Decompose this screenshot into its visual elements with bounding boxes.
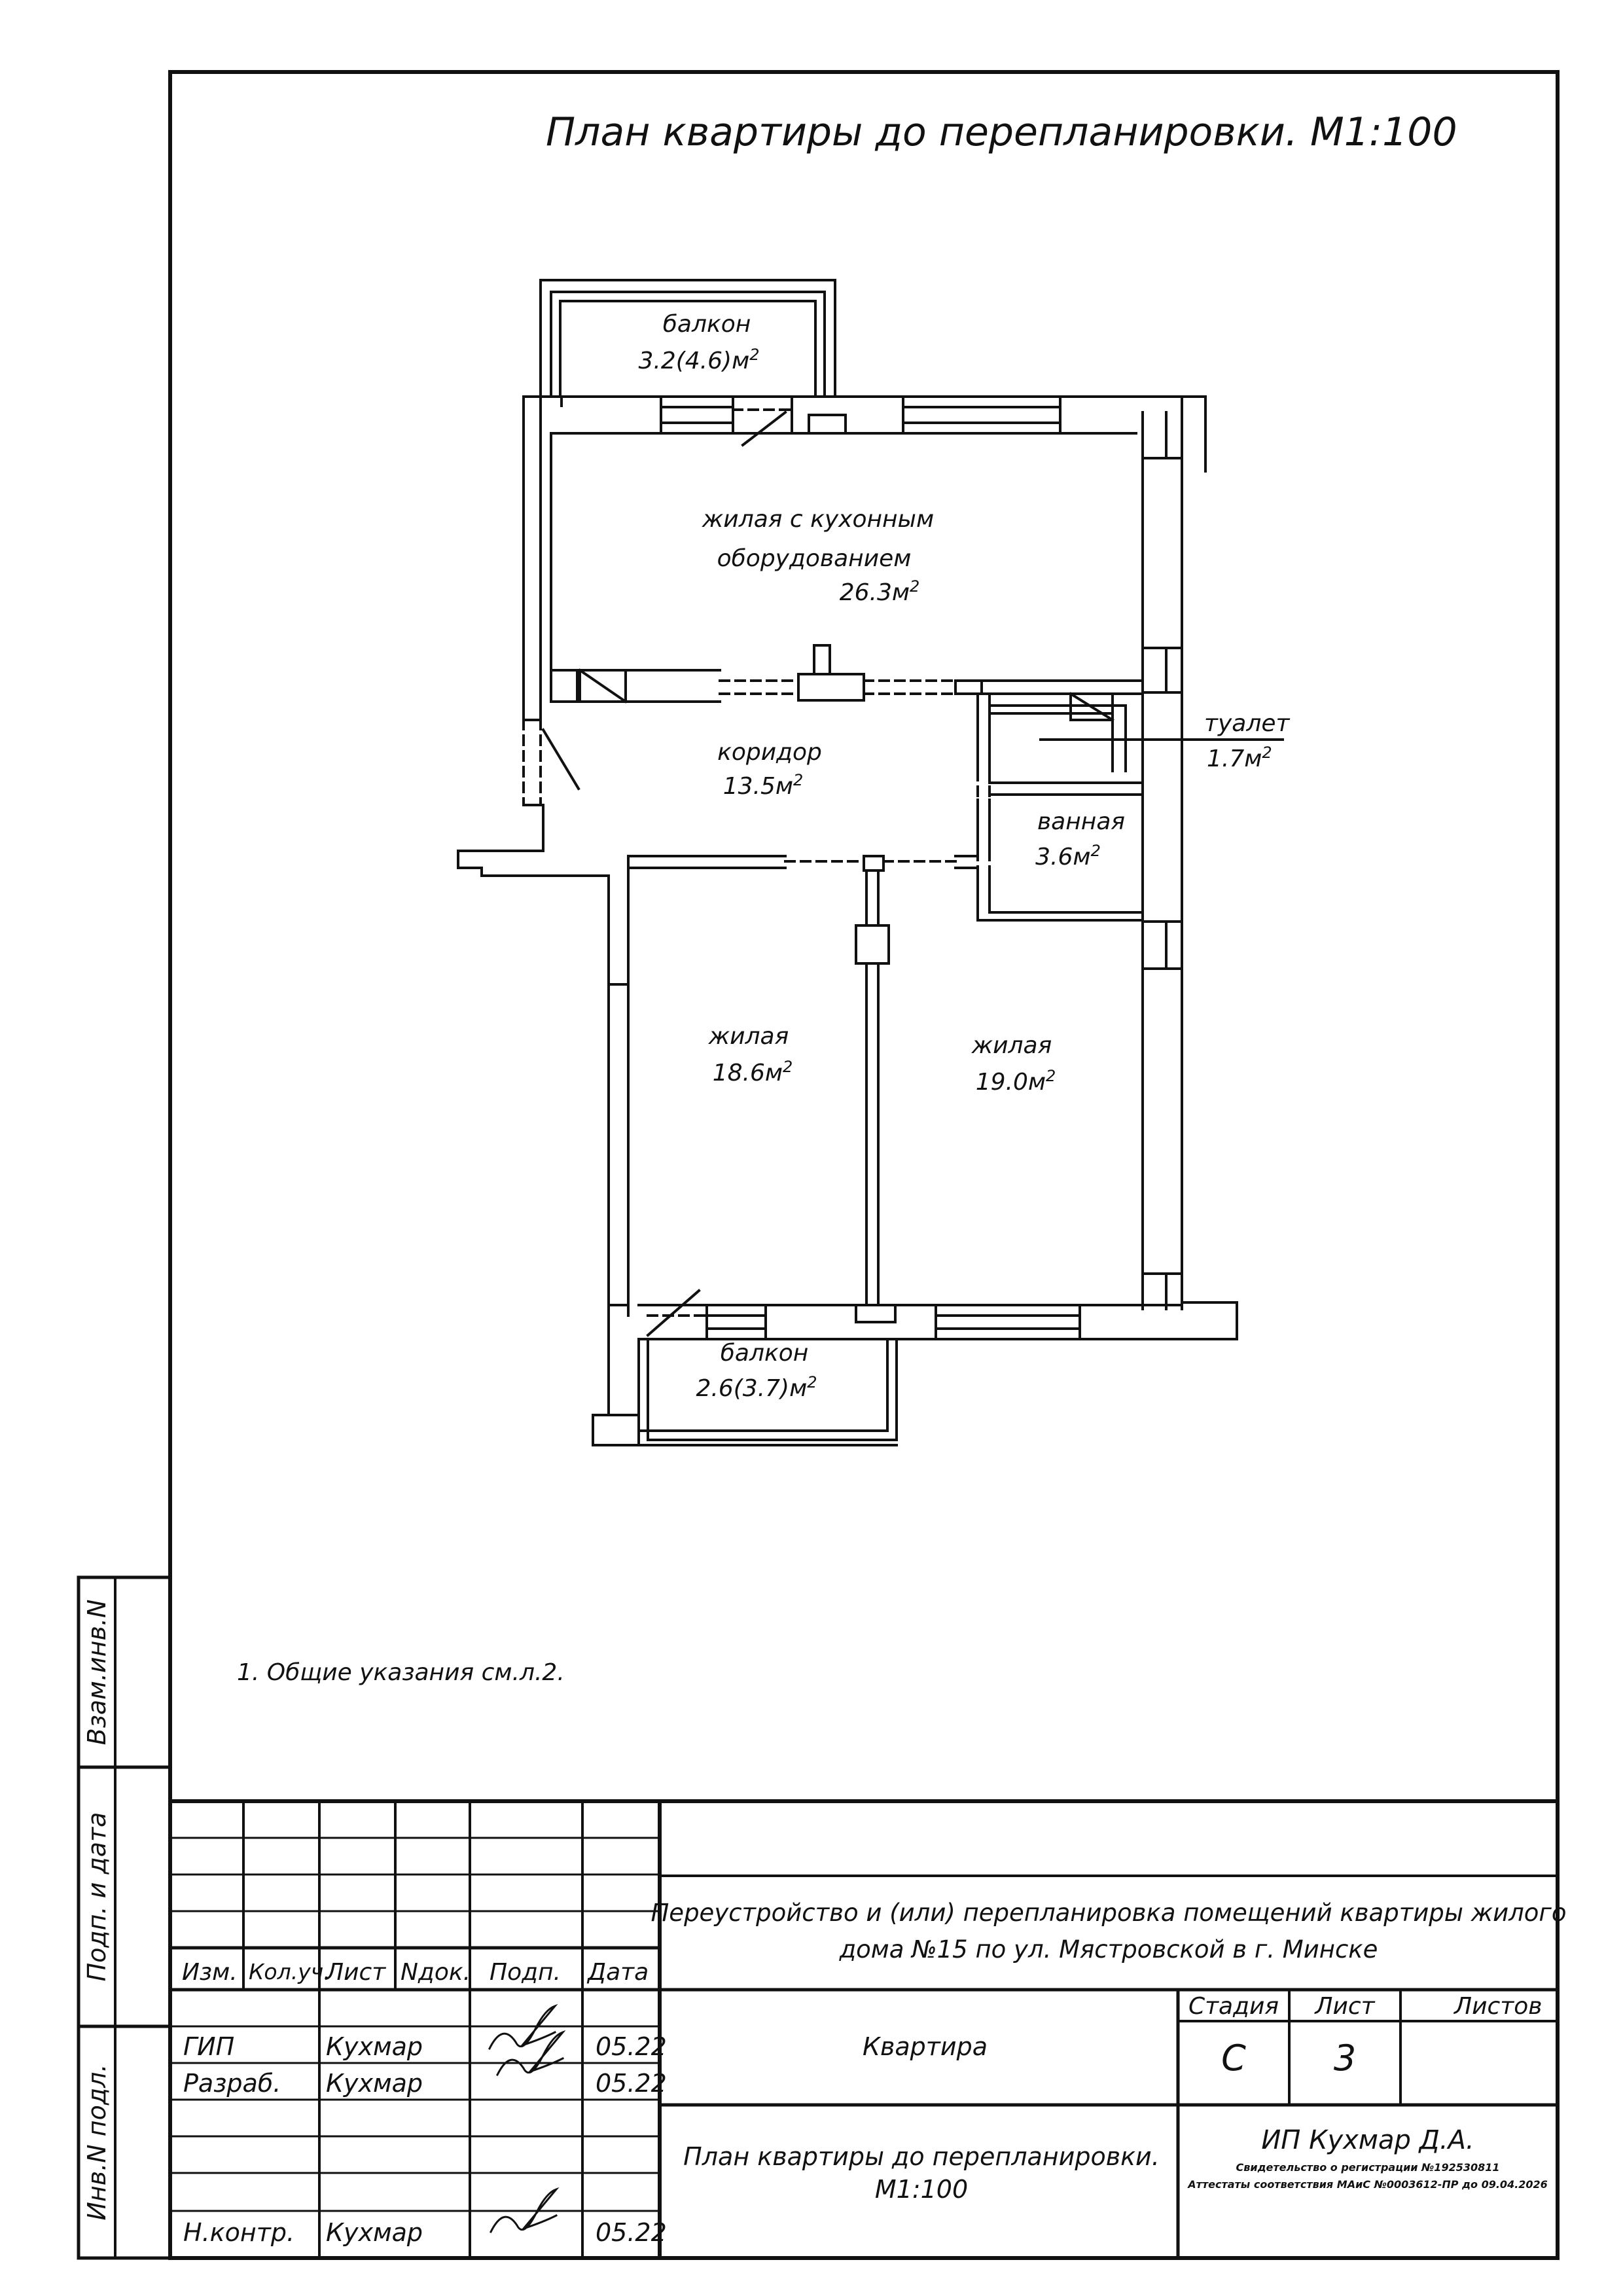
signature-nkontr: [489, 2187, 560, 2234]
sheet-frame: [168, 70, 1560, 2260]
room-name-bedroom-2: жилая: [971, 1032, 1052, 1059]
company-cert-2: Аттестаты соответствия МАиС №0003612-ПР …: [1188, 2178, 1548, 2191]
company-name: ИП Кухмар Д.А.: [1261, 2125, 1474, 2155]
room-name-bedroom-1: жилая: [708, 1023, 789, 1050]
sheet-label: Лист: [1315, 1993, 1375, 2020]
kitchen-partition: [550, 644, 1144, 704]
signature-gip: [488, 2003, 558, 2051]
signatures: [488, 2003, 566, 2234]
drawing-title: План квартиры до перепланировки. М1:100: [546, 109, 1457, 155]
bedroom-partition: [627, 855, 979, 1306]
header-kol: Кол.уч.: [249, 1959, 330, 1984]
role-nkontr: Н.контр.: [183, 2218, 295, 2247]
room-area-corridor: 13.5м2: [722, 771, 804, 800]
north-wall: [522, 395, 1137, 447]
header-podp: Подп.: [490, 1959, 561, 1986]
side-stamp-podp-data: Подп. и дата: [82, 1812, 111, 1982]
side-stamp-inv-podl: Инв.N подл.: [82, 2064, 111, 2221]
room-name-balcony-south: балкон: [720, 1340, 809, 1367]
room-area-bedroom-2: 19.0м2: [975, 1067, 1056, 1096]
stage-value: С: [1221, 2037, 1246, 2079]
company-cert-1: Свидетельство о регистрации №192530811: [1236, 2161, 1500, 2174]
side-stamp-inv-zam: Взам.инв.N: [82, 1599, 111, 1746]
room-name-living-kitchen-2: оборудованием: [717, 545, 912, 572]
header-data: Дата: [588, 1959, 649, 1986]
project-line-1: Переустройство и (или) перепланировка по…: [651, 1899, 1567, 1927]
room-area-bathroom: 3.6м2: [1035, 842, 1101, 870]
sheets-label: Листов: [1454, 1993, 1543, 2020]
room-name-toilet: туалет: [1204, 710, 1290, 737]
room-name-corridor: коридор: [717, 739, 822, 766]
room-area-balcony-south: 2.6(3.7)м2: [696, 1373, 817, 1402]
room-name-bathroom: ванная: [1037, 808, 1126, 835]
wet-rooms: [976, 692, 1284, 922]
header-list: Лист: [326, 1959, 386, 1986]
role-gip: ГИП: [183, 2032, 235, 2061]
date-gip: 05.22: [596, 2032, 667, 2061]
date-razrab: 05.22: [596, 2069, 667, 2098]
room-area-living-kitchen: 26.3м2: [839, 577, 920, 606]
header-izm: Изм.: [182, 1959, 238, 1986]
room-area-balcony-north: 3.2(4.6)м2: [638, 346, 760, 374]
side-stamp-lines: [77, 1575, 172, 2260]
room-area-toilet: 1.7м2: [1207, 744, 1272, 772]
room-area-bedroom-1: 18.6м2: [712, 1058, 793, 1086]
room-name-balcony-north: балкон: [662, 311, 751, 338]
east-wall: [1135, 395, 1238, 1340]
header-ndok: Nдок.: [401, 1959, 471, 1986]
general-note: 1. Общие указания см.л.2.: [237, 1659, 565, 1686]
title-block-lines: [168, 1799, 1560, 2260]
sheet-title-line-1: План квартиры до перепланировки.: [683, 2142, 1160, 2171]
name-gip: Кухмар: [326, 2032, 423, 2061]
sheet-title-line-2: М1:100: [874, 2175, 969, 2204]
project-line-2: дома №15 по ул. Мястровской в г. Минске: [839, 1935, 1378, 1964]
floor-plan: [457, 279, 1284, 1446]
object-name: Квартира: [863, 2032, 988, 2061]
north-balcony: [539, 279, 836, 398]
south-balcony: [592, 1338, 898, 1446]
sheet-value: 3: [1333, 2037, 1357, 2079]
name-razrab: Кухмар: [326, 2069, 423, 2098]
date-nkontr: 05.22: [596, 2218, 667, 2247]
stage-label: Стадия: [1188, 1993, 1279, 2020]
south-wall: [637, 1289, 1183, 1340]
signature-razrab: [495, 2030, 566, 2077]
room-name-living-kitchen: жилая с кухонным: [702, 506, 935, 533]
west-wall: [457, 395, 640, 1446]
name-nkontr: Кухмар: [326, 2218, 423, 2247]
role-razrab: Разраб.: [183, 2069, 281, 2098]
